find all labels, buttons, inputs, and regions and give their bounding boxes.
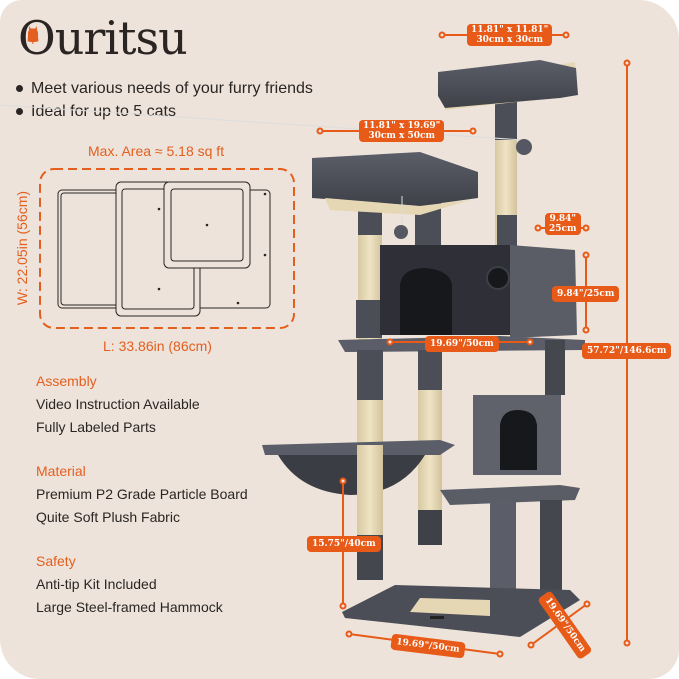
footprint-diagram — [39, 168, 295, 329]
section-line: Anti-tip Kit Included — [36, 576, 157, 592]
bullet-dot-icon — [16, 85, 23, 92]
dim-condo-depth: 9.84"25cm — [545, 213, 581, 235]
dim-condo-height: 9.84"/25cm — [552, 286, 620, 302]
cat-silhouette-icon — [27, 25, 39, 44]
section-heading: Material — [36, 463, 86, 479]
section-heading: Assembly — [36, 373, 97, 389]
dim-upper-perch: 11.81" x 19.69"30cm x 50cm — [359, 120, 445, 142]
dim-hammock-height: 15.75"/40cm — [307, 536, 381, 552]
length-label: L: 33.86in (86cm) — [103, 338, 212, 354]
brand-o-with-cat: O — [18, 8, 56, 68]
section-line: Quite Soft Plush Fabric — [36, 509, 180, 525]
section-line: Video Instruction Available — [36, 396, 200, 412]
dim-condo-width: 19.69"/50cm — [425, 336, 499, 352]
section-assembly: Assembly Video Instruction Available Ful… — [36, 370, 200, 439]
section-line: Large Steel-framed Hammock — [36, 599, 223, 615]
max-area-title: Max. Area ≈ 5.18 sq ft — [88, 143, 225, 159]
bullet-dot-icon — [16, 108, 23, 115]
section-line: Premium P2 Grade Particle Board — [36, 486, 248, 502]
section-material: Material Premium P2 Grade Particle Board… — [36, 460, 248, 529]
section-line: Fully Labeled Parts — [36, 419, 156, 435]
bullet-item: Meet various needs of your furry friends — [16, 77, 313, 100]
section-heading: Safety — [36, 553, 76, 569]
brand-logo: O uritsu — [18, 8, 188, 68]
section-safety: Safety Anti-tip Kit Included Large Steel… — [36, 550, 223, 619]
dim-top-perch: 11.81" x 11.81"30cm x 30cm — [467, 24, 553, 46]
dim-total-height: 57.72"/146.6cm — [582, 343, 672, 359]
